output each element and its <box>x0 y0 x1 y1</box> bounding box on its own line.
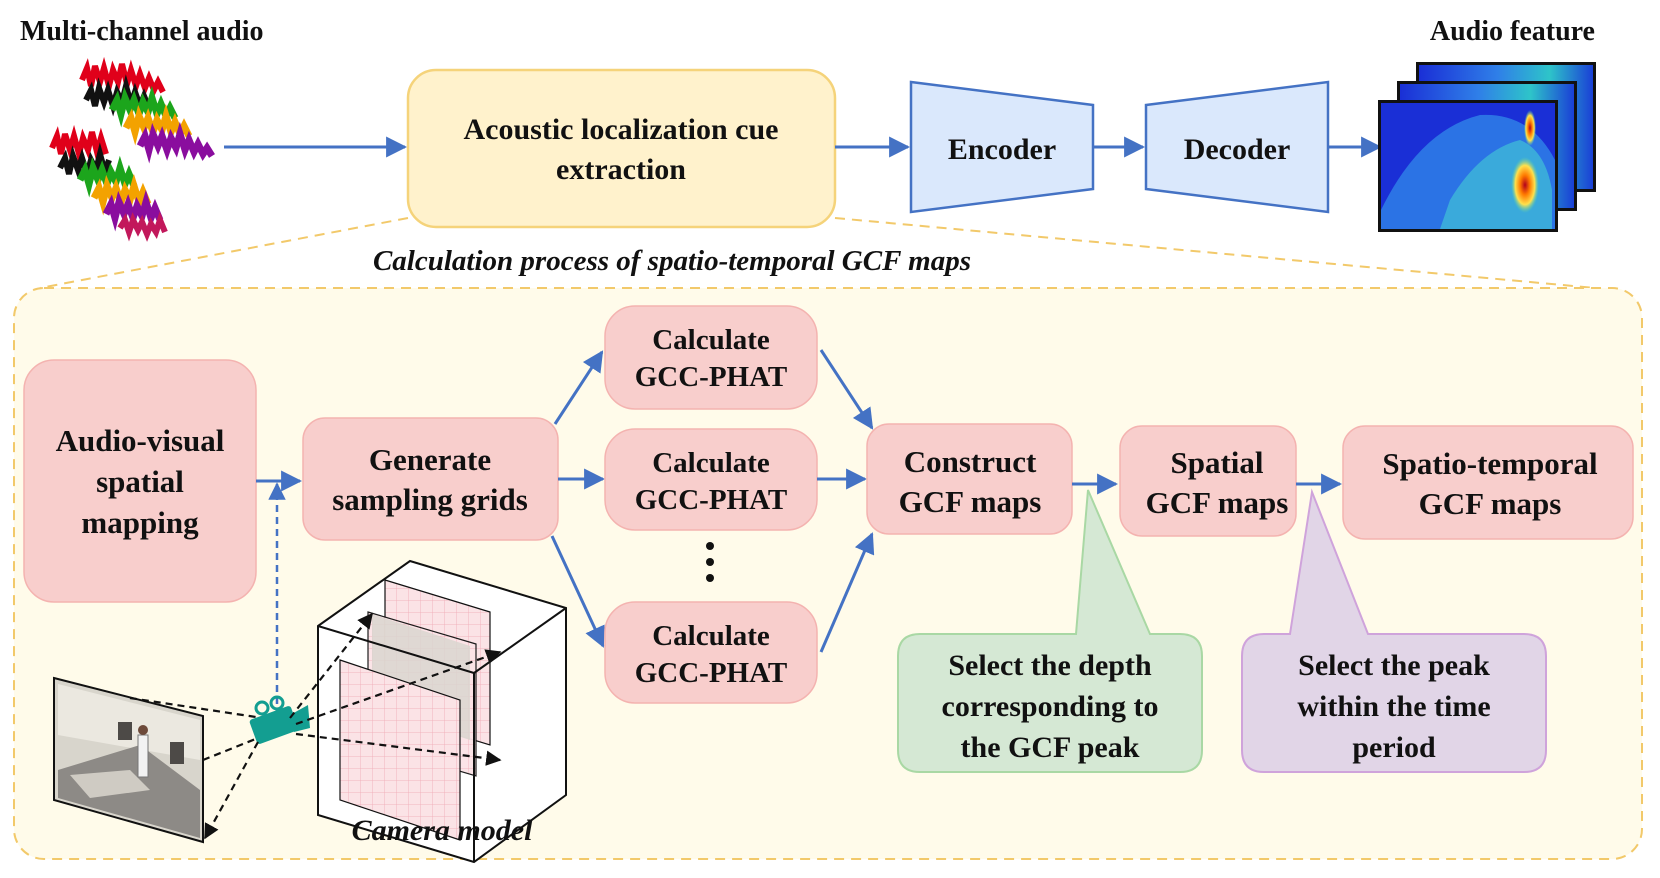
camera-model-label: Camera model <box>352 814 533 847</box>
peak-note-line3: period <box>1352 731 1436 764</box>
construct-line2: GCF maps <box>899 484 1042 519</box>
arrow-gcc1-to-construct <box>819 349 874 430</box>
mapping-line3: mapping <box>81 505 199 540</box>
input-label: Multi-channel audio <box>20 16 263 47</box>
gcc-ellipsis <box>706 542 714 582</box>
waveform-image <box>49 56 215 242</box>
gcc2-line2: GCC-PHAT <box>635 484 788 516</box>
projection-ray-1 <box>289 612 373 719</box>
arrow-grids-to-gcc3 <box>550 535 605 648</box>
arrow-grids-to-gcc1 <box>553 350 604 425</box>
cue-box-line1: Acoustic localization cue <box>464 113 779 146</box>
gcc-box-2: Calculate GCC-PHAT <box>604 428 818 531</box>
process-panel <box>13 287 1643 860</box>
gcc-box-3: Calculate GCC-PHAT <box>604 601 818 704</box>
grids-line2: sampling grids <box>332 482 528 517</box>
depth-note-line3: the GCF peak <box>961 731 1140 764</box>
projection-ray-2 <box>295 649 502 726</box>
peak-note-line1: Select the peak <box>1298 649 1490 682</box>
construct-box <box>866 423 1073 535</box>
zoom-line-left <box>39 217 409 289</box>
peak-note-line2: within the time <box>1297 690 1490 723</box>
camera-icon <box>249 695 310 744</box>
mapping-line1: Audio-visual <box>56 423 225 458</box>
spatiotemporal-line2: GCF maps <box>1419 486 1562 521</box>
projection-line-top <box>129 696 257 719</box>
depth-callout: Select the depth corresponding to the GC… <box>897 489 1203 773</box>
panel-title: Calculation process of spatio-temporal G… <box>373 245 971 277</box>
spatiotemporal-line1: Spatio-temporal <box>1382 446 1598 481</box>
output-label: Audio feature <box>1430 16 1595 47</box>
spatial-line2: GCF maps <box>1146 485 1289 520</box>
gcc1-line2: GCC-PHAT <box>635 361 788 393</box>
gcc2-line1: Calculate <box>652 447 770 479</box>
cue-box-line2: extraction <box>556 153 686 186</box>
zoom-line-right <box>834 217 1596 289</box>
gcc3-line2: GCC-PHAT <box>635 657 788 689</box>
mapping-line2: spatial <box>96 464 184 499</box>
grids-box <box>302 417 559 541</box>
projection-ray-3 <box>295 732 502 766</box>
gcc3-line1: Calculate <box>652 620 770 652</box>
projection-line-bottom <box>204 741 259 840</box>
decoder-label: Decoder <box>1184 133 1291 166</box>
depth-note-line2: corresponding to <box>942 690 1159 723</box>
camera-model-box <box>317 559 567 864</box>
projection-line-mid <box>202 736 259 762</box>
grids-line1: Generate <box>369 442 491 477</box>
encoder-block <box>909 80 1095 214</box>
spatial-box <box>1119 425 1297 537</box>
construct-line1: Construct <box>904 444 1037 479</box>
peak-callout: Select the peak within the time period <box>1241 488 1547 773</box>
gcc-box-1: Calculate GCC-PHAT <box>604 305 818 410</box>
audio-feature-maps <box>1378 62 1596 232</box>
depth-note-line1: Select the depth <box>948 649 1152 682</box>
decoder-block <box>1144 80 1330 214</box>
encoder-label: Encoder <box>948 133 1056 166</box>
cue-extraction-box <box>406 68 837 229</box>
arrow-gcc3-to-construct <box>819 532 875 653</box>
spatiotemporal-box <box>1342 425 1634 540</box>
gcc1-line1: Calculate <box>652 324 770 356</box>
room-photo <box>53 676 204 844</box>
spatial-line1: Spatial <box>1170 445 1263 480</box>
